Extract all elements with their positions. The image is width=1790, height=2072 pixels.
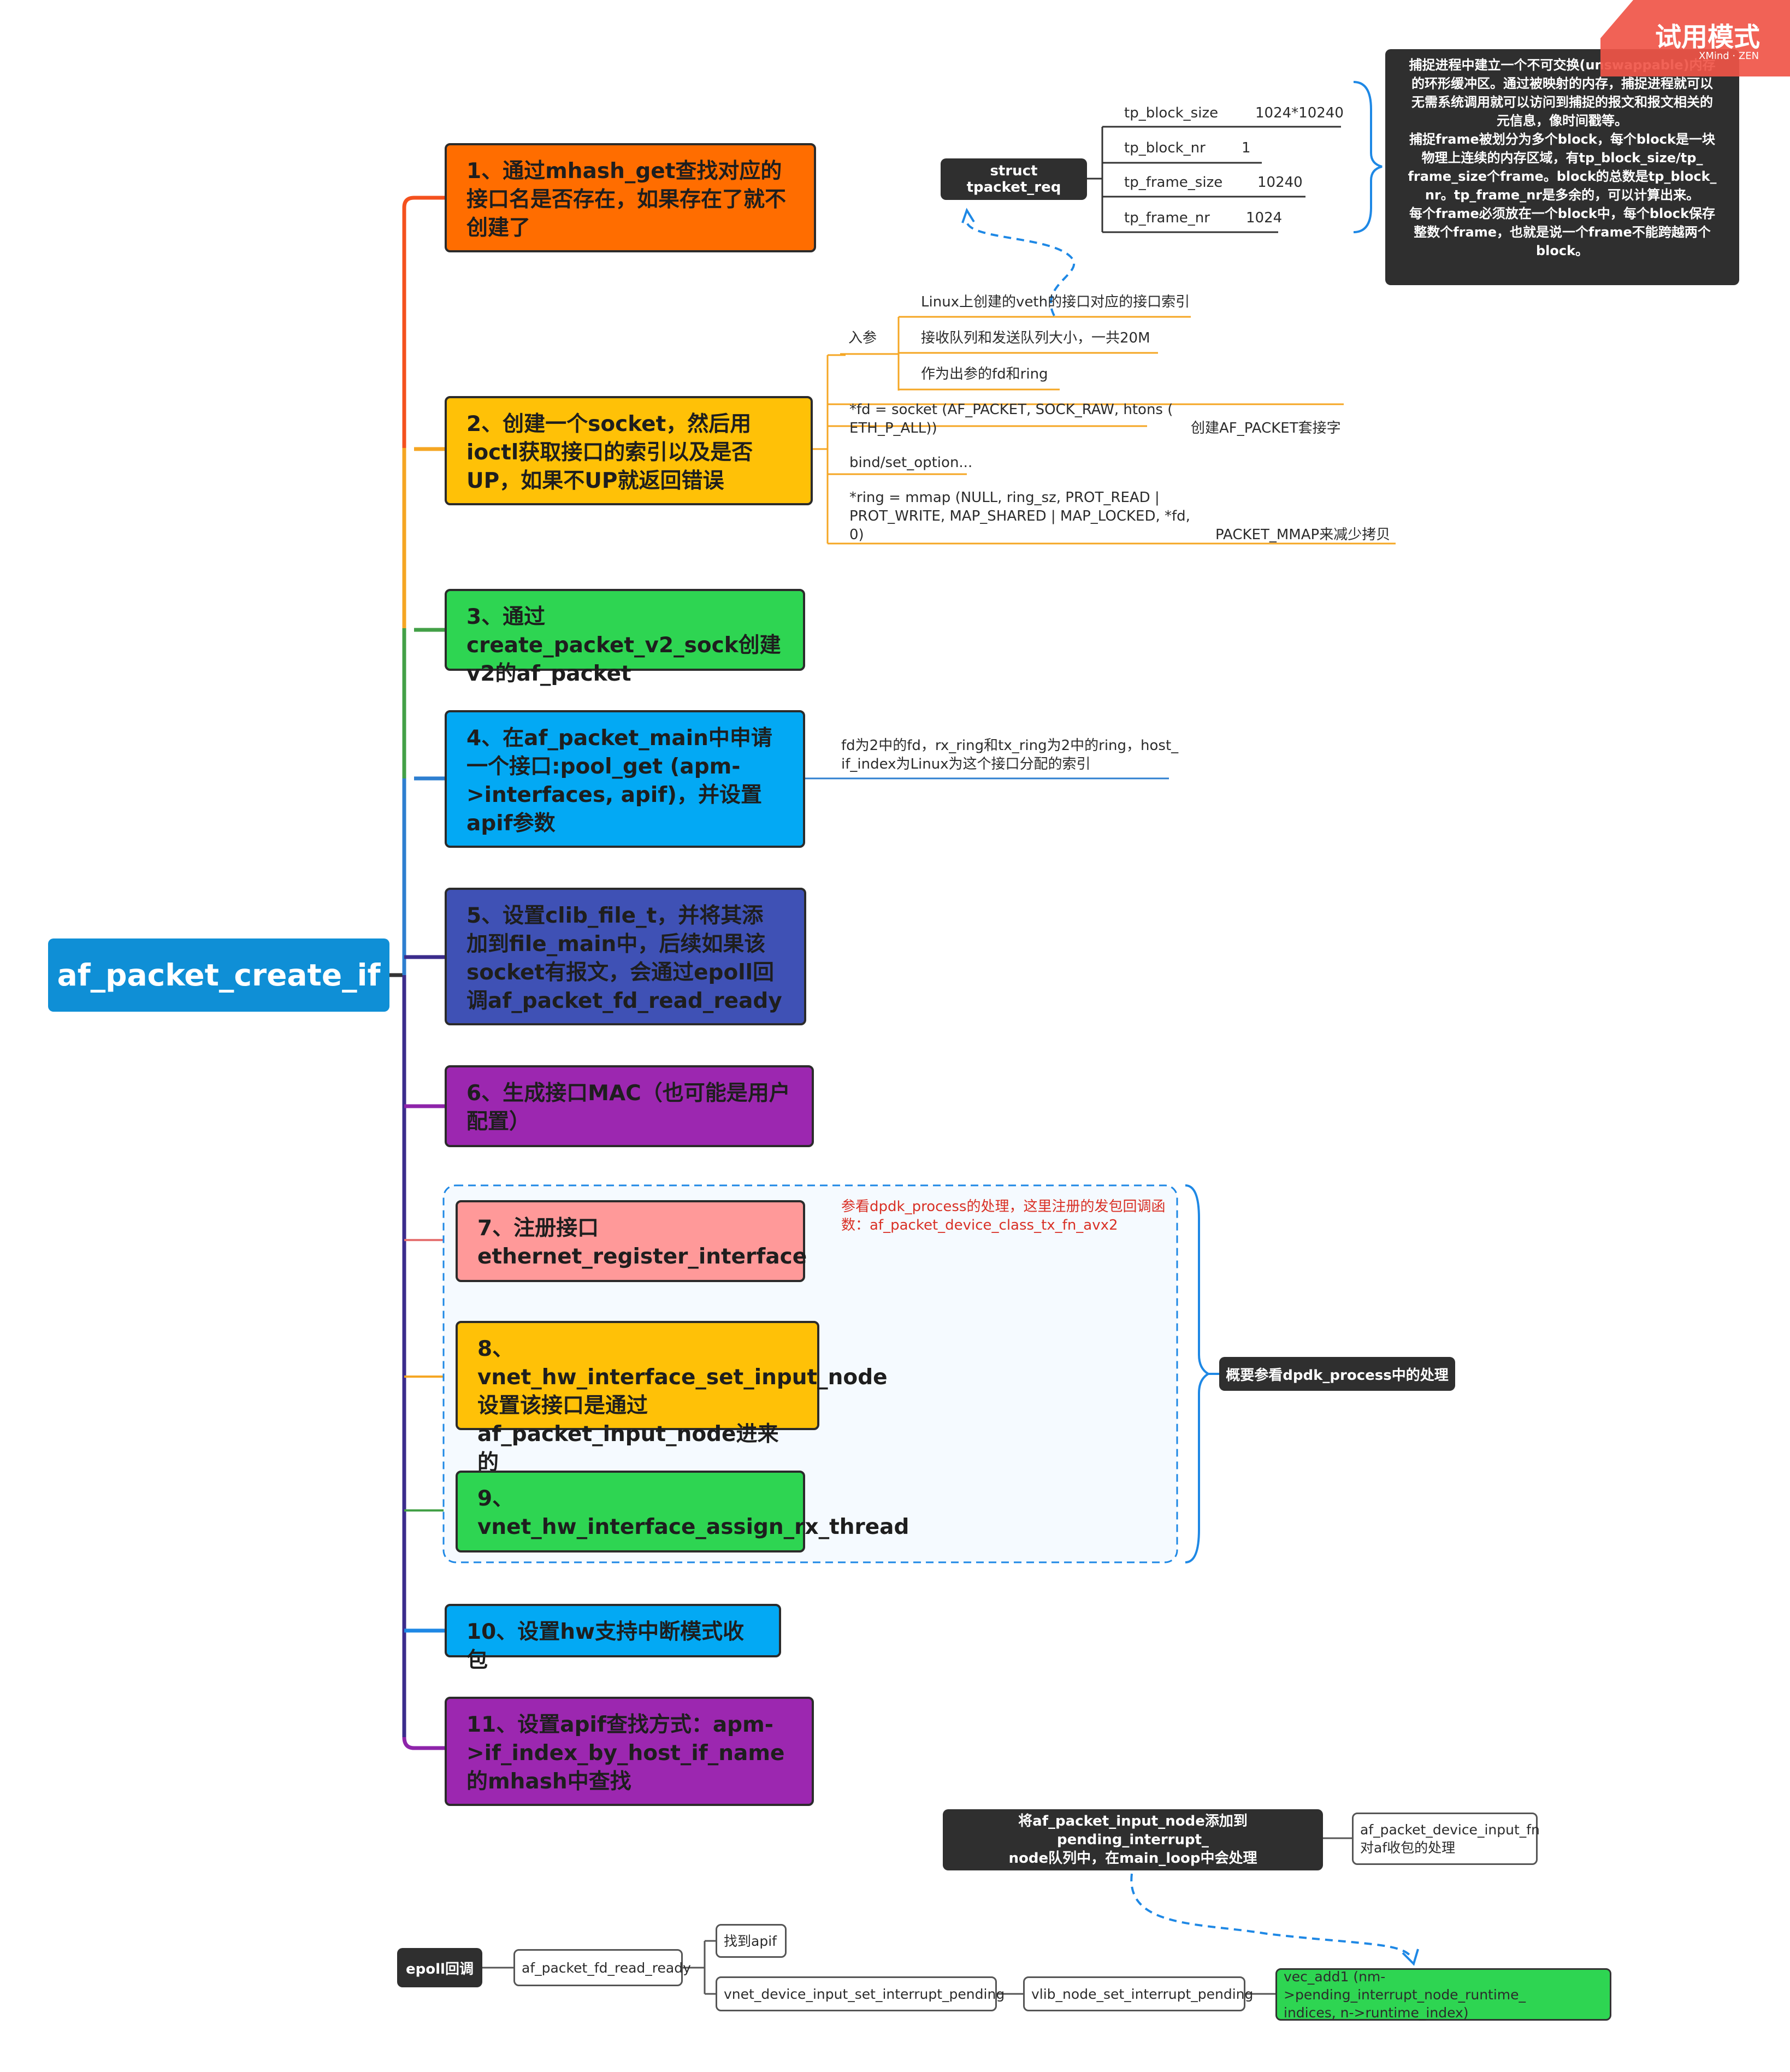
fd-read-ready-node[interactable]: af_packet_fd_read_ready (513, 1949, 691, 1986)
tpacket-req-node[interactable]: struct tpacket_req (941, 158, 1087, 200)
tpacket-note-line: block。 (1535, 243, 1589, 258)
epoll-callback-node[interactable]: epoll回调 (397, 1948, 482, 1987)
step-11-node[interactable]: 11、设置apif查找方式：apm->if_index_by_host_if_n… (445, 1697, 814, 1806)
tpacket-note-line: 的环形缓冲区。通过被映射的内存，捕捉进程就可以 (1411, 76, 1713, 91)
mmap-call-line2: PROT_WRITE, MAP_SHARED | MAP_LOCKED, *fd… (849, 508, 1190, 524)
root-node[interactable]: af_packet_create_if (48, 938, 389, 1012)
rucan-label: 入参 (848, 330, 877, 346)
bottom-connectors (482, 1837, 1352, 1995)
tpacket-note-line: 整数个frame，也就是说一个frame不能跨越两个 (1414, 225, 1711, 240)
param-queue-size: 接收队列和发送队列大小，一共20M (921, 330, 1150, 346)
tpacket-note-line: 每个frame必须放在一个block中，每个block保存 (1409, 206, 1715, 221)
param-ifindex: Linux上创建的veth的接口对应的接口索引 (921, 294, 1190, 310)
group-brace (1185, 1184, 1210, 1563)
dashed-arrow-head-top (961, 208, 975, 223)
tp-block-size-name: tp_block_size (1124, 105, 1219, 121)
step4-note-line2: if_index为Linux为这个接口分配的索引 (841, 756, 1091, 772)
vnet-pending-node[interactable]: vnet_device_input_set_interrupt_pending (716, 1976, 1005, 2011)
step-1-node[interactable]: 1、通过mhash_get查找对应的接口名是否存在，如果存在了就不创建了 (445, 143, 816, 252)
trial-mode-title: 试用模式 (1655, 22, 1761, 52)
step-9-node[interactable]: 9、vnet_hw_interface_assign_rx_thread (456, 1471, 909, 1552)
tpacket-note-line: nr。tp_frame_nr是多余的，可以计算出来。 (1425, 187, 1700, 203)
step-7-node[interactable]: 7、注册接口ethernet_register_interface (456, 1200, 807, 1282)
tpacket-note-line: 物理上连续的内存区域，有tp_block_size/tp_ (1421, 150, 1703, 166)
socket-call-line2: ETH_P_ALL)) (849, 420, 937, 436)
group-summary-node[interactable]: 概要参看dpdk_process中的处理 (1219, 1357, 1455, 1391)
step7-note-line1: 参看dpdk_process的处理，这里注册的发包回调函 (841, 1199, 1166, 1215)
step-4-node[interactable]: 4、在af_packet_main中申请一个接口:pool_get (apm->… (445, 710, 805, 848)
tp-block-size-value: 1024*10240 (1255, 105, 1344, 121)
socket-note: 创建AF_PACKET套接字 (1191, 420, 1341, 436)
step7-note-line2: 数：af_packet_device_class_tx_fn_avx2 (841, 1217, 1118, 1233)
tp-block-nr-value: 1 (1242, 140, 1251, 156)
pending-interrupt-line1: 将af_packet_input_node添加到pending_interrup… (1018, 1813, 1248, 1848)
mmap-note: PACKET_MMAP来减少拷贝 (1215, 527, 1391, 543)
mmap-call-line3: 0) (849, 527, 864, 543)
tp-frame-nr-name: tp_frame_nr (1124, 210, 1210, 226)
tpacket-note-line: 元信息，像时间戳等。 (1497, 113, 1628, 128)
pending-interrupt-node[interactable]: 将af_packet_input_node添加到pending_interrup… (943, 1809, 1323, 1870)
step2-connectors (813, 316, 1396, 545)
find-apif-node[interactable]: 找到apif (716, 1924, 787, 1958)
tpacket-brace (1353, 81, 1383, 233)
tpacket-note-line: 捕捉frame被划分为多个block，每个block是一块 (1409, 132, 1715, 147)
input-fn-line1: af_packet_device_input_fn (1360, 1822, 1540, 1838)
step-6-node[interactable]: 6、生成接口MAC（也可能是用户配置） (445, 1065, 814, 1147)
tp-frame-size-value: 10240 (1257, 174, 1303, 191)
tpacket-note: 捕捉进程中建立一个不可交换(unswappable)内存 的环形缓冲区。通过被映… (1385, 49, 1739, 285)
step-3-node[interactable]: 3、通过create_packet_v2_sock创建v2的af_packet (445, 589, 805, 686)
step-8-node[interactable]: 8、vnet_hw_interface_set_input_node设置该接口是… (456, 1321, 888, 1475)
tpacket-note-line: frame_size个frame。block的总数是tp_block_ (1408, 169, 1717, 184)
trial-mode-brand: XMind · ZEN (1699, 50, 1759, 62)
step-2-node[interactable]: 2、创建一个socket，然后用ioctl获取接口的索引以及是否UP，如果不UP… (445, 396, 813, 505)
tp-block-nr-name: tp_block_nr (1124, 140, 1206, 156)
dashed-arrow-head-bottom (1402, 1949, 1419, 1966)
dashed-link-bottom (1130, 1873, 1413, 1959)
step-10-node[interactable]: 10、设置hw支持中断模式收包 (445, 1604, 781, 1673)
bind-call: bind/set_option... (849, 454, 973, 471)
step-5-node[interactable]: 5、设置clib_file_t，并将其添加到file_main中，后续如果该so… (445, 888, 806, 1025)
tp-frame-size-name: tp_frame_size (1124, 174, 1223, 191)
vec-add-line2: indices, n->runtime_index) (1284, 2004, 1469, 2021)
tpacket-note-line: 无需系统调用就可以访问到捕捉的报文和报文相关的 (1411, 95, 1713, 110)
input-fn-node[interactable]: af_packet_device_input_fn 对af收包的处理 (1352, 1813, 1540, 1865)
param-fd-ring: 作为出参的fd和ring (921, 366, 1048, 382)
input-fn-line2: 对af收包的处理 (1360, 1840, 1456, 1856)
tp-frame-nr-value: 1024 (1246, 210, 1283, 226)
step4-note-line1: fd为2中的fd，rx_ring和tx_ring为2中的ring，host_ (841, 737, 1179, 754)
trial-mode-badge: 试用模式 XMind · ZEN (1600, 0, 1790, 82)
vec-add-node[interactable]: vec_add1 (nm->pending_interrupt_node_run… (1275, 1968, 1611, 2021)
mmap-call-line1: *ring = mmap (NULL, ring_sz, PROT_READ | (849, 489, 1160, 506)
pending-interrupt-line2: node队列中，在main_loop中会处理 (1008, 1850, 1257, 1867)
vlib-pending-node[interactable]: vlib_node_set_interrupt_pending (1023, 1976, 1253, 2011)
vec-add-line1: vec_add1 (nm->pending_interrupt_node_run… (1284, 1968, 1526, 2003)
dashed-link-tpacket (965, 218, 1076, 316)
socket-call-line1: *fd = socket (AF_PACKET, SOCK_RAW, htons… (849, 402, 1173, 418)
tpacket-connectors (1087, 126, 1341, 233)
